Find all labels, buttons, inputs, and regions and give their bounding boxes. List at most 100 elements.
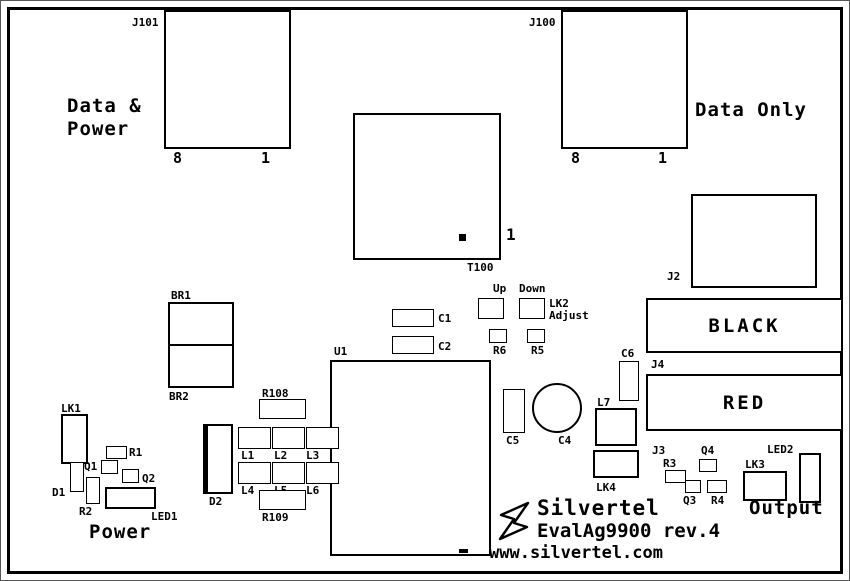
- caption-data-only: Data Only: [695, 99, 807, 121]
- r3-label: R3: [663, 457, 677, 470]
- l5-outline: [272, 462, 305, 484]
- r6-outline: [489, 329, 507, 343]
- connector-j101-outline: [164, 10, 291, 149]
- j101-pin8-label: 8: [173, 149, 183, 167]
- j101-pin1-label: 1: [261, 149, 271, 167]
- r5-label: R5: [531, 344, 545, 357]
- r108-label: R108: [262, 387, 289, 400]
- r5-outline: [527, 329, 545, 343]
- lk4-outline: [593, 450, 639, 478]
- website-text: www.silvertel.com: [489, 543, 663, 563]
- product-name: EvalAg9900 rev.4: [537, 520, 721, 542]
- c5-outline: [503, 389, 525, 433]
- l3-label: L3: [306, 449, 320, 462]
- q4-outline: [699, 459, 717, 472]
- q4-label: Q4: [701, 444, 715, 457]
- l6-outline: [306, 462, 339, 484]
- l4-label: L4: [241, 484, 255, 497]
- l3-outline: [306, 427, 339, 449]
- led1-label: LED1: [151, 510, 178, 523]
- r3-outline: [665, 470, 686, 483]
- q1-label: Q1: [84, 460, 98, 473]
- black-wire-label: BLACK: [708, 314, 781, 337]
- c2-label: C2: [438, 340, 452, 353]
- c4-label: C4: [558, 434, 572, 447]
- transformer-t100-outline: [353, 113, 501, 260]
- caption-power: Power: [89, 521, 152, 543]
- br2-label: BR2: [169, 390, 189, 403]
- l6-label: L6: [306, 484, 320, 497]
- r109-label: R109: [262, 511, 289, 524]
- c4-outline: [532, 383, 582, 433]
- led2-outline: [799, 453, 821, 503]
- l4-outline: [238, 462, 271, 484]
- black-wire-block: BLACK: [646, 298, 843, 353]
- r6-label: R6: [493, 344, 507, 357]
- brand-name: Silvertel: [537, 496, 660, 520]
- led2-label: LED2: [767, 443, 794, 456]
- r1-outline: [106, 446, 127, 459]
- lk1-label: LK1: [61, 402, 81, 415]
- br1-outline: [168, 302, 234, 346]
- j3-label: J3: [652, 444, 666, 457]
- d2-outline: [203, 424, 233, 494]
- l7-outline: [595, 408, 637, 446]
- d2-label: D2: [209, 495, 223, 508]
- t100-pin1-marker: [459, 234, 466, 241]
- lk2-jumper-up-outline: [478, 298, 504, 319]
- q2-outline: [122, 469, 139, 483]
- t100-label: T100: [467, 261, 494, 274]
- c6-outline: [619, 361, 639, 401]
- u1-pin1-mark: [459, 549, 468, 553]
- lk2-label: LK2: [549, 297, 569, 310]
- c1-outline: [392, 309, 434, 327]
- r4-label: R4: [711, 494, 725, 507]
- j2-label: J2: [667, 270, 681, 283]
- lk3-label: LK3: [745, 458, 765, 471]
- j100-pin1-label: 1: [658, 149, 668, 167]
- l1-outline: [238, 427, 271, 449]
- connector-j2-outline: [691, 194, 817, 288]
- connector-j100-outline: [561, 10, 688, 149]
- lk2-down-label: Down: [519, 282, 546, 295]
- q2-label: Q2: [142, 472, 156, 485]
- j101-label: J101: [132, 16, 159, 29]
- r108-outline: [259, 399, 306, 419]
- l1-label: L1: [241, 449, 255, 462]
- r4-outline: [707, 480, 727, 493]
- red-wire-block: RED: [646, 374, 843, 431]
- l2-label: L2: [274, 449, 288, 462]
- lk2-jumper-down-outline: [519, 298, 545, 319]
- c5-label: C5: [506, 434, 520, 447]
- q3-outline: [685, 480, 701, 493]
- j100-pin8-label: 8: [571, 149, 581, 167]
- led1-outline: [105, 487, 156, 509]
- r2-outline: [86, 477, 100, 504]
- caption-output: Output: [749, 497, 824, 519]
- l2-outline: [272, 427, 305, 449]
- q3-label: Q3: [683, 494, 697, 507]
- j4-label: J4: [651, 358, 665, 371]
- r1-label: R1: [129, 446, 143, 459]
- caption-data-power-line2: Power: [67, 118, 130, 140]
- lk2-up-label: Up: [493, 282, 507, 295]
- br2-outline: [168, 344, 234, 388]
- d1-outline: [70, 462, 84, 492]
- caption-data-power-line1: Data &: [67, 95, 142, 117]
- silvertel-logo-icon: [497, 500, 531, 542]
- c1-label: C1: [438, 312, 452, 325]
- t100-pin1-label: 1: [506, 225, 516, 244]
- lk2-adjust-label: Adjust: [549, 309, 589, 322]
- c2-outline: [392, 336, 434, 354]
- lk3-outline: [743, 471, 787, 501]
- br1-label: BR1: [171, 289, 191, 302]
- c6-label: C6: [621, 347, 635, 360]
- module-u1-outline: [330, 360, 491, 556]
- lk1-outline: [61, 414, 88, 464]
- l7-label: L7: [597, 396, 611, 409]
- d1-label: D1: [52, 486, 66, 499]
- u1-label: U1: [334, 345, 348, 358]
- r109-outline: [259, 490, 306, 510]
- red-wire-label: RED: [722, 391, 767, 414]
